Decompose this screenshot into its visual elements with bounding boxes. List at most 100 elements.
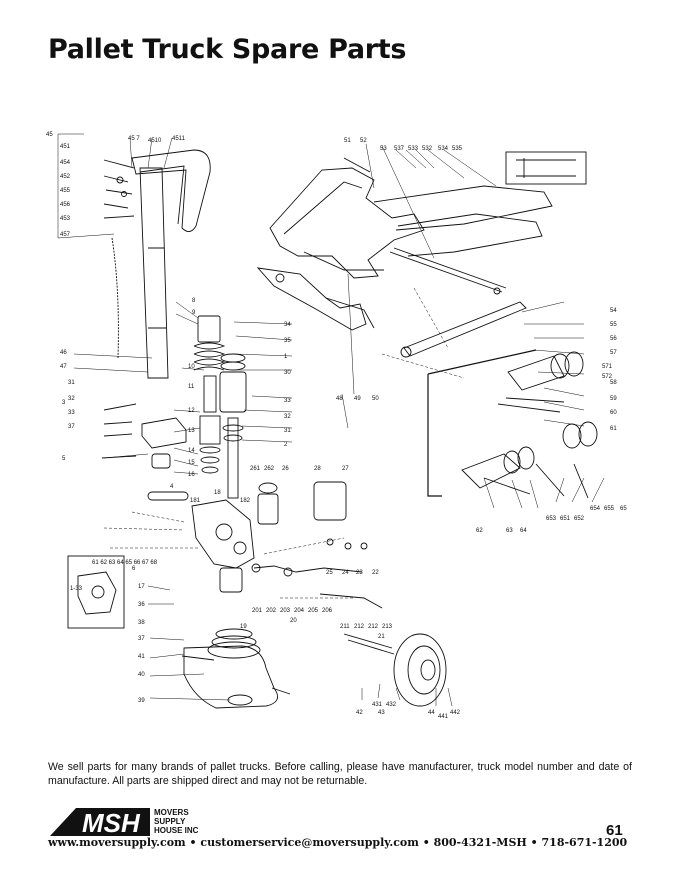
part-label: 20 <box>290 618 297 624</box>
part-label: 23 <box>356 570 363 576</box>
part-label: 652 <box>574 516 585 522</box>
exploded-parts-diagram: 45 45 7 4510 4511 451 454 452 455 456 45… <box>46 132 627 720</box>
part-label: 52 <box>360 138 367 144</box>
part-label: 26 <box>282 466 289 472</box>
svg-text:MOVERS: MOVERS <box>154 808 189 817</box>
part-label: 571 <box>602 364 613 370</box>
part-label: 10 <box>188 364 195 370</box>
svg-text:SUPPLY: SUPPLY <box>154 817 186 826</box>
part-label: 33 <box>284 398 291 404</box>
part-label: 451 <box>60 144 71 150</box>
part-label: 13 <box>188 428 195 434</box>
part-label: 60 <box>610 410 617 416</box>
part-label: 182 <box>240 498 251 504</box>
part-label: 535 <box>452 146 463 152</box>
part-label: 51 <box>344 138 351 144</box>
part-label: 454 <box>60 160 71 166</box>
part-label: 432 <box>386 702 397 708</box>
part-label: 38 <box>138 620 145 626</box>
part-label: 32 <box>68 396 75 402</box>
part-label: 3 <box>62 400 66 406</box>
part-label: 18 <box>214 490 221 496</box>
part-label: 206 <box>322 608 333 614</box>
part-label: 211 <box>340 624 350 630</box>
part-label: 64 <box>520 528 527 534</box>
part-label: 455 <box>60 188 71 194</box>
part-label: 36 <box>138 602 145 608</box>
part-label: 53 <box>380 146 387 152</box>
part-label: 537 <box>394 146 405 152</box>
part-label: 45 7 <box>128 136 140 142</box>
part-label: 453 <box>60 216 71 222</box>
part-label: 16 <box>188 472 195 478</box>
chain-rod-drawing <box>111 237 119 359</box>
part-label: 40 <box>138 672 145 678</box>
part-label: 441 <box>438 714 449 720</box>
part-label: 24 <box>342 570 349 576</box>
part-label: 14 <box>188 448 195 454</box>
part-label: 35 <box>284 338 291 344</box>
part-label: 262 <box>264 466 275 472</box>
part-label: 651 <box>560 516 571 522</box>
part-label: 17 <box>138 584 145 590</box>
part-label: 4 <box>170 484 174 490</box>
ordering-note: We sell parts for many brands of pallet … <box>48 761 632 787</box>
part-label: 202 <box>266 608 277 614</box>
part-label: 41 <box>138 654 145 660</box>
part-label: 6 <box>132 566 136 572</box>
inset-box <box>67 555 125 629</box>
part-label: 533 <box>408 146 419 152</box>
part-label: 28 <box>314 466 321 472</box>
company-logo: MSH MOVERS SUPPLY HOUSE INC <box>50 808 199 838</box>
part-label: 54 <box>610 308 617 314</box>
part-label: 181 <box>190 498 201 504</box>
part-label: 56 <box>610 336 617 342</box>
part-label: 654 <box>590 506 601 512</box>
svg-text:HOUSE INC: HOUSE INC <box>154 826 199 835</box>
part-label: 49 <box>354 396 361 402</box>
part-label: 58 <box>610 380 617 386</box>
part-label: 31 <box>284 428 291 434</box>
fork-frame-drawing <box>269 167 425 279</box>
load-wheel-drawing <box>343 633 447 707</box>
handle-drawing <box>131 149 211 232</box>
part-label: 63 <box>506 528 513 534</box>
part-label: 261 <box>250 466 261 472</box>
part-label: 653 <box>546 516 557 522</box>
part-label: 204 <box>294 608 305 614</box>
part-label: 1 <box>284 354 288 360</box>
drawbar-drawing <box>139 167 169 379</box>
page-number: 61 <box>606 822 623 839</box>
part-label: 11 <box>188 384 195 390</box>
part-label: 203 <box>280 608 291 614</box>
ram-cylinder-drawing <box>219 371 247 413</box>
part-label: 212 <box>354 624 365 630</box>
part-label: 33 <box>68 410 75 416</box>
part-number-labels: 45 45 7 4510 4511 451 454 452 455 456 45… <box>46 132 627 720</box>
part-label: 205 <box>308 608 319 614</box>
part-label: 572 <box>602 374 613 380</box>
part-label: 4511 <box>172 136 186 142</box>
part-label: 57 <box>610 350 617 356</box>
part-label: 61 <box>610 426 617 432</box>
part-label: 37 <box>68 424 75 430</box>
pump-body-drawing <box>191 499 255 569</box>
part-label: 22 <box>372 570 379 576</box>
part-label: 8 <box>192 298 196 304</box>
part-label: 534 <box>438 146 449 152</box>
part-label: 43 <box>378 710 385 716</box>
part-label: 32 <box>284 414 291 420</box>
part-label: 48 <box>336 396 343 402</box>
part-label: 201 <box>252 608 263 614</box>
roller-assembly-bottom <box>461 453 521 489</box>
page-title: Pallet Truck Spare Parts <box>48 34 407 65</box>
part-label: 5 <box>62 456 66 462</box>
part-label: 25 <box>326 570 333 576</box>
part-label: 62 <box>476 528 483 534</box>
part-label: 9 <box>192 310 196 316</box>
part-label: 44 <box>428 710 435 716</box>
part-label: 12 <box>188 408 195 414</box>
part-label: 50 <box>372 396 379 402</box>
part-label: 46 <box>60 350 67 356</box>
part-label: 34 <box>284 322 291 328</box>
